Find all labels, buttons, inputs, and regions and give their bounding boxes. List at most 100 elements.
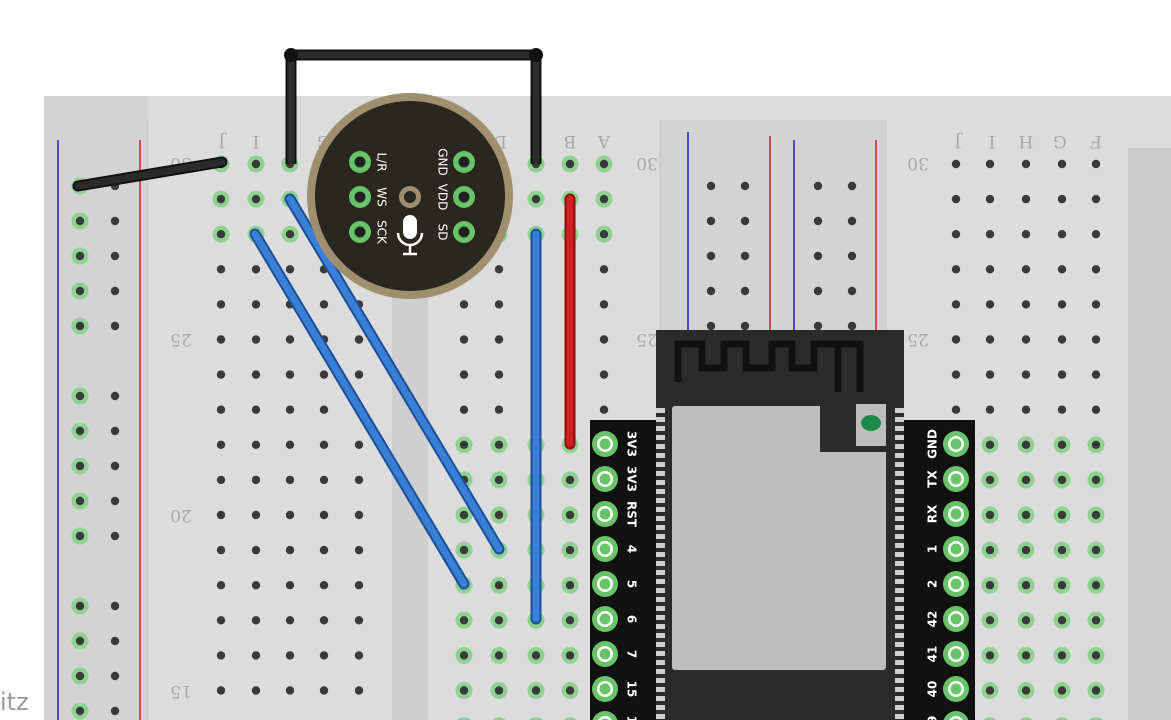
breadboard-hole [1021, 230, 1031, 239]
castellation [656, 678, 665, 683]
breadboard-hole [740, 286, 750, 296]
breadboard-hole [75, 636, 85, 646]
esp-pin[interactable] [943, 711, 969, 720]
castellation [895, 498, 904, 503]
castellation [895, 525, 904, 530]
castellation [656, 705, 665, 710]
breadboard-hole [1057, 440, 1067, 449]
esp-pin-label: 6 [625, 615, 639, 623]
breadboard-hole [110, 426, 120, 436]
esp-pin-core [950, 613, 962, 625]
castellation [656, 435, 665, 440]
castellation [656, 579, 665, 584]
row-label: 25 [907, 329, 929, 349]
column-label: B [564, 131, 577, 151]
breadboard-hole [216, 475, 226, 485]
breadboard-hole [599, 335, 609, 344]
breadboard-hole [459, 370, 469, 379]
breadboard-hole [531, 686, 541, 695]
breadboard-hole [706, 251, 716, 261]
breadboard-hole [565, 545, 575, 555]
breadboard-hole [599, 159, 609, 169]
breadboard-hole [985, 370, 995, 379]
breadboard-hole [1021, 510, 1031, 520]
castellation [656, 696, 665, 701]
breadboard-hole [459, 686, 469, 695]
column-label: G [1053, 131, 1067, 151]
row-label: 20 [170, 505, 192, 525]
breadboard-hole [251, 194, 261, 204]
breadboard-hole [251, 335, 261, 344]
castellation [895, 561, 904, 566]
right-edge-strip [1128, 148, 1171, 720]
esp-pin-label: 1 [926, 545, 940, 553]
castellation [656, 687, 665, 692]
breadboard-hole [459, 616, 469, 625]
castellation [656, 552, 665, 557]
breadboard-hole [985, 194, 995, 204]
breadboard-hole [1021, 300, 1031, 309]
castellation [656, 408, 665, 413]
breadboard-hole [216, 616, 226, 625]
breadboard-hole [319, 510, 329, 520]
row-label: 25 [170, 329, 192, 349]
breadboard-hole [319, 370, 329, 379]
breadboard-hole [251, 686, 261, 695]
castellation [895, 606, 904, 611]
breadboard-hole [319, 581, 329, 590]
wires [72, 48, 576, 625]
column-label: F [1090, 131, 1102, 151]
esp-pin[interactable] [592, 711, 618, 720]
breadboard-hole [216, 651, 226, 660]
row-label: 30 [907, 153, 929, 173]
breadboard-hole [285, 581, 295, 590]
castellation [656, 426, 665, 431]
breadboard-hole [319, 686, 329, 695]
breadboard-hole [216, 194, 226, 204]
breadboard-hole [1057, 616, 1067, 625]
breadboard-hole [1057, 545, 1067, 555]
breadboard-hole [1057, 159, 1067, 169]
breadboard-hole [985, 405, 995, 414]
breadboard-hole [110, 531, 120, 541]
breadboard-hole [494, 370, 504, 379]
mic-pin-label: GND [436, 148, 450, 176]
breadboard-hole [985, 335, 995, 344]
breadboard-hole [1057, 581, 1067, 590]
esp-pin-core [950, 543, 962, 555]
esp-pin-label: 16 [625, 716, 639, 720]
breadboard-hole [494, 335, 504, 344]
breadboard-hole [216, 440, 226, 449]
breadboard-hole [216, 686, 226, 695]
breadboard-hole [494, 651, 504, 660]
castellation [895, 705, 904, 710]
breadboard-hole [354, 370, 364, 379]
castellation [895, 435, 904, 440]
breadboard-hole [354, 581, 364, 590]
esp-pin-core [599, 438, 611, 450]
breadboard-hole [354, 686, 364, 695]
breadboard-hole [459, 651, 469, 660]
castellation [895, 453, 904, 458]
esp-pin-core [599, 648, 611, 660]
breadboard-hole [285, 475, 295, 485]
castellation [895, 624, 904, 629]
esp-pin-label: 3V3 [625, 466, 639, 492]
esp-pin-core [599, 543, 611, 555]
breadboard-hole [565, 686, 575, 695]
castellation [656, 642, 665, 647]
breadboard-hole [1091, 651, 1101, 660]
wire-black-rail [72, 156, 228, 192]
breadboard-hole [251, 370, 261, 379]
esp32-board[interactable]: 3V33V3RST45671516 GNDTXRX1242414039 [590, 330, 975, 720]
breadboard-hole [251, 300, 261, 309]
breadboard-hole [951, 300, 961, 309]
breadboard-hole [985, 581, 995, 590]
castellation [656, 597, 665, 602]
castellation [656, 624, 665, 629]
castellation [895, 579, 904, 584]
breadboard-hole [459, 335, 469, 344]
castellation [895, 714, 904, 719]
breadboard-hole [1091, 440, 1101, 449]
